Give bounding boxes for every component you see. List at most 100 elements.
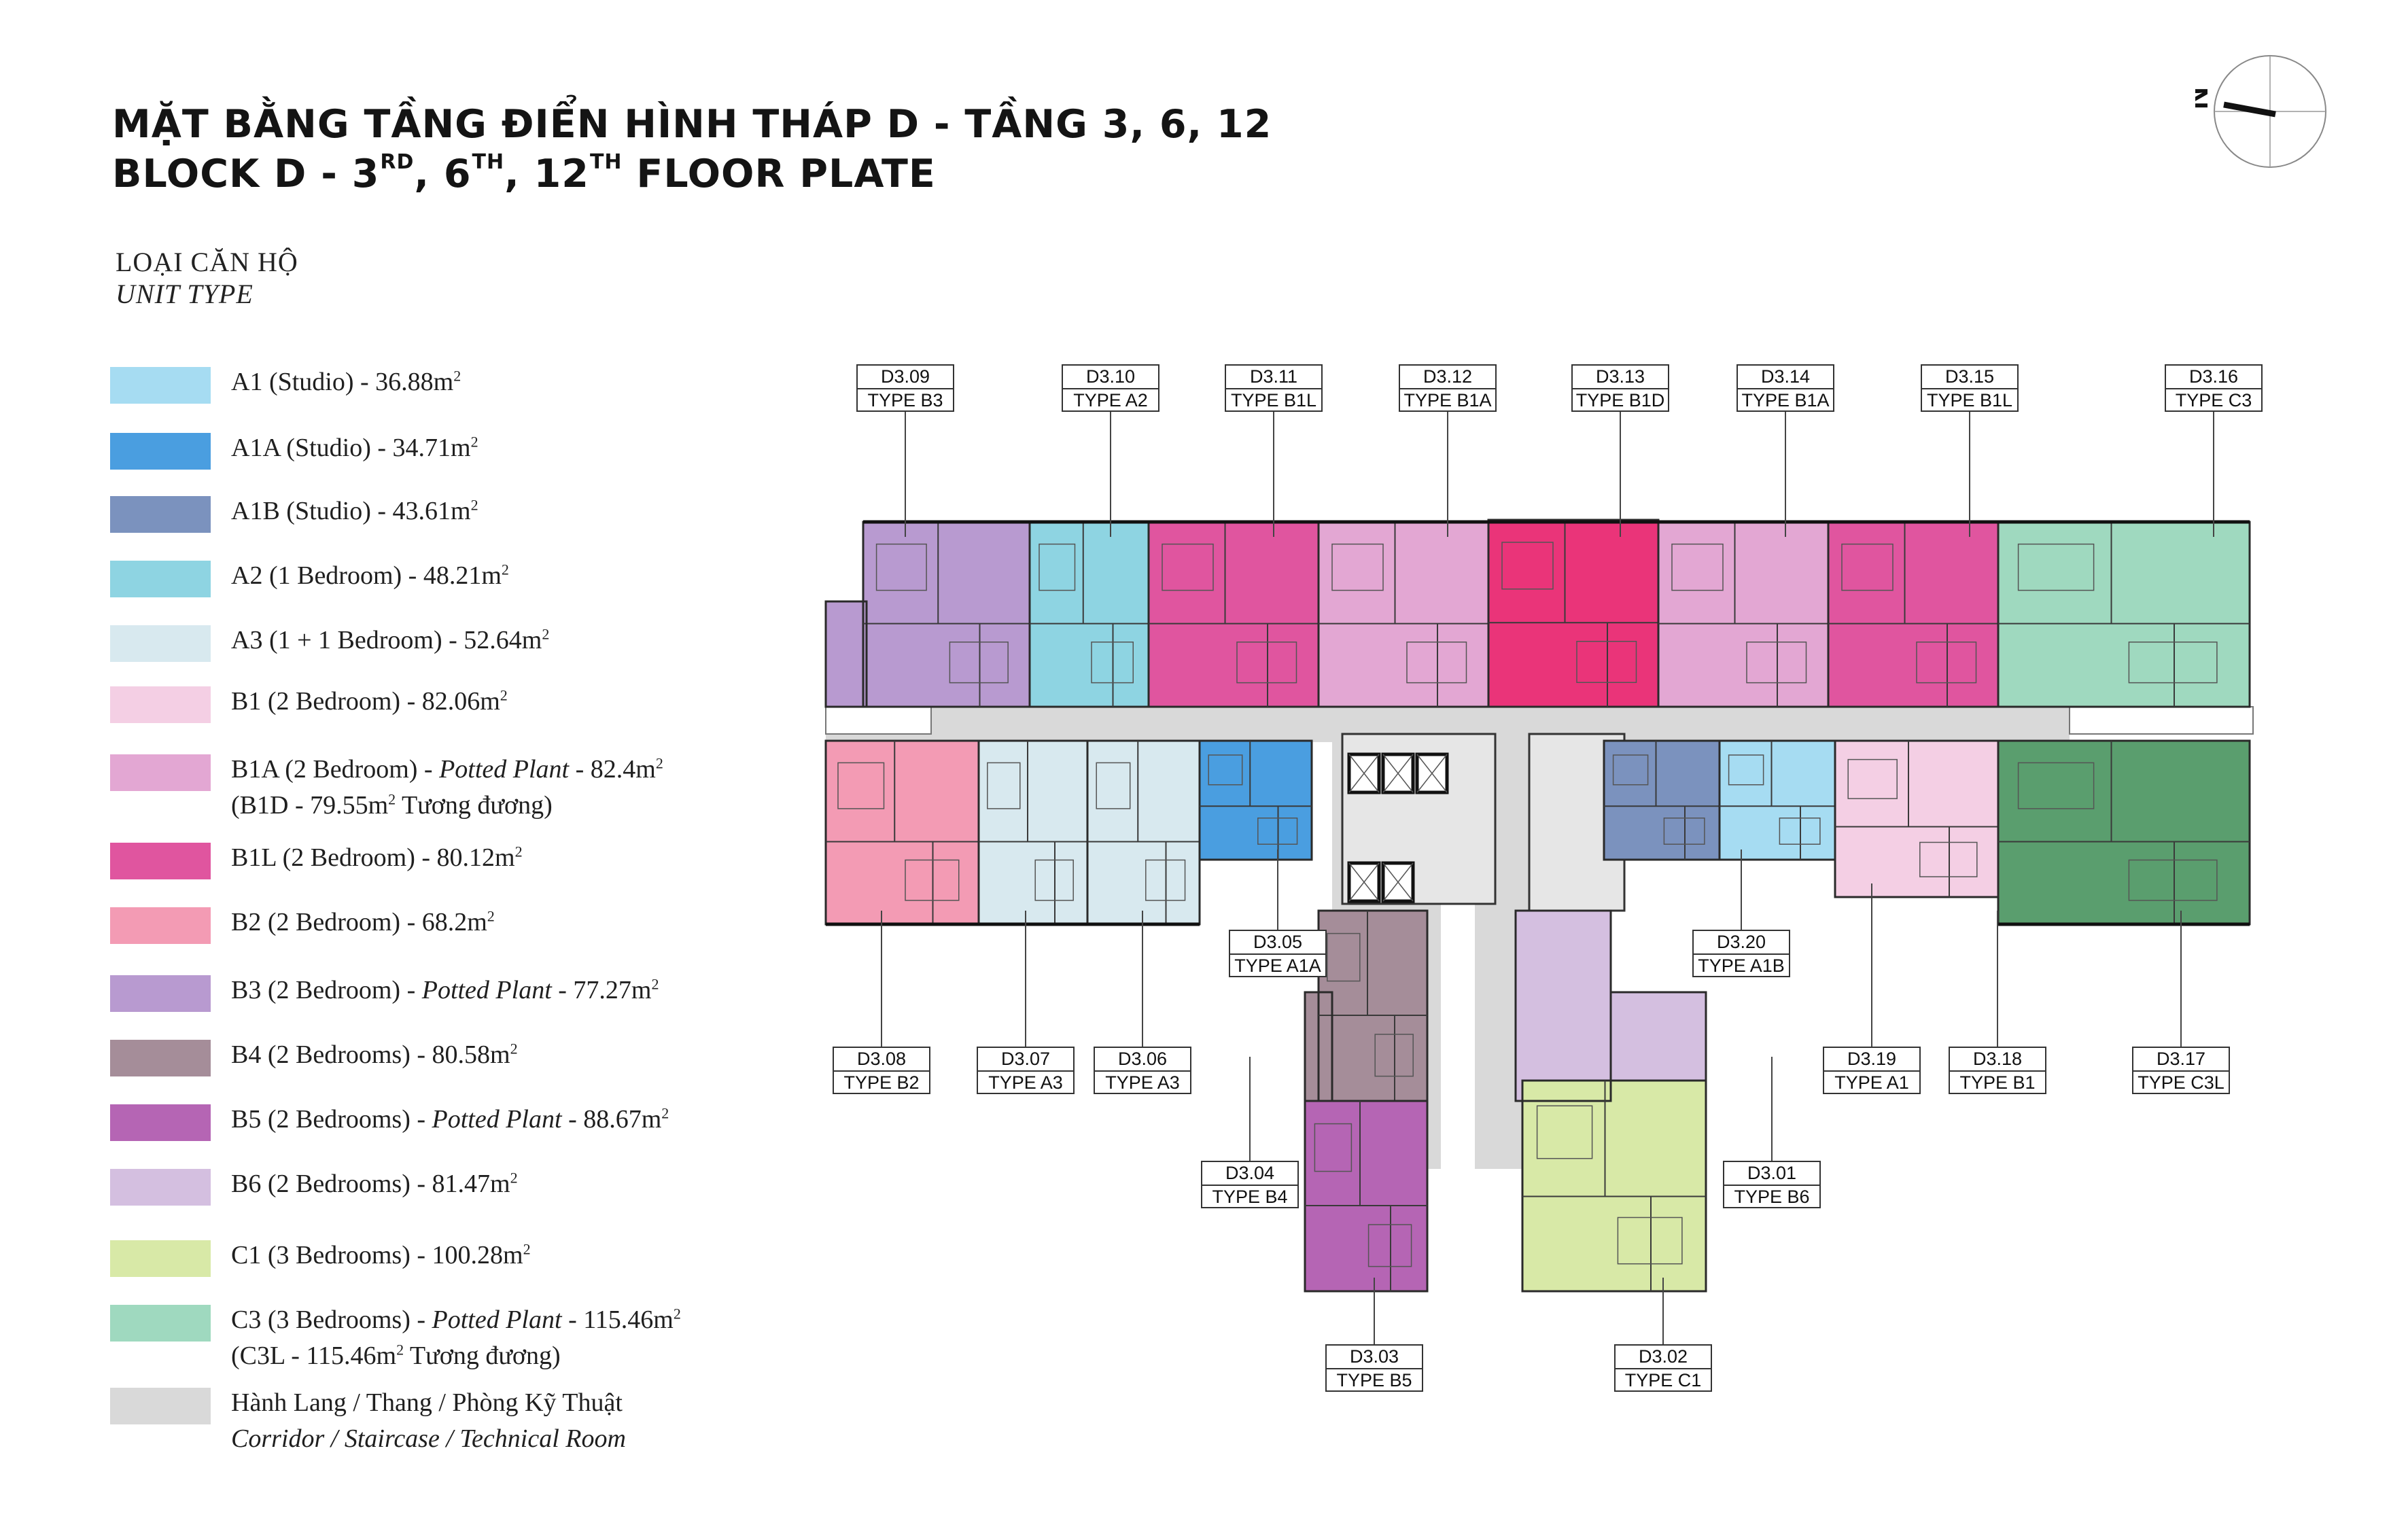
legend-equivalent-suffix: Tương đương) (404, 1342, 561, 1371)
legend-equivalent: (B1D - 79.55m2 Tương đương) (231, 788, 663, 824)
unit-outline (824, 600, 868, 708)
furniture (1367, 1224, 1412, 1267)
legend-potted-plant: Potted Plant (439, 755, 570, 784)
apartment-D3-17 (1998, 741, 2250, 924)
legend-swatch (110, 843, 211, 879)
apartment-D3-02 (1522, 1081, 1706, 1291)
legend-label: C1 (3 Bedrooms) - 100.28m2 (231, 1238, 531, 1274)
unit-code: D3.17 (2133, 1048, 2229, 1072)
furniture (1257, 818, 1298, 845)
elevator-shaft (1416, 754, 1448, 793)
unit-type: TYPE A1B (1698, 956, 1785, 976)
legend-text: B6 (2 Bedrooms) - 81.47m (231, 1170, 510, 1198)
unit-code: D3.06 (1095, 1048, 1190, 1072)
unit-code: D3.05 (1230, 931, 1325, 955)
legend-sup: 2 (396, 1341, 404, 1359)
unit-type: TYPE B5 (1336, 1370, 1412, 1390)
apartment-D3-13 (1488, 520, 1658, 707)
page-title-vi: MẶT BẰNG TẦNG ĐIỂN HÌNH THÁP D - TẦNG 3,… (112, 102, 1272, 147)
title-en-part: , 6 (414, 152, 472, 196)
legend-swatch (110, 367, 211, 404)
title-en-sup: TH (472, 150, 505, 174)
furniture (1039, 543, 1076, 591)
apartment-D3-11 (1149, 522, 1319, 707)
apartment-D3-06 (1087, 741, 1200, 924)
unit-code: D3.08 (834, 1048, 929, 1072)
apartment-D3-04 (1319, 911, 1427, 1101)
elevator-shaft (1348, 754, 1380, 793)
elevator-shaft (1382, 754, 1414, 793)
legend-item: B1 (2 Bedroom) - 82.06m2 (110, 686, 790, 724)
legend-potted-plant: Potted Plant (432, 1305, 562, 1334)
apartment-D3-01 (1611, 992, 1706, 1081)
unit-type: TYPE B1L (1230, 390, 1317, 410)
legend-text: B3 (2 Bedroom) - (231, 976, 422, 1004)
unit-code: D3.19 (1824, 1048, 1919, 1072)
unit-outline (1304, 1100, 1429, 1293)
furniture (2017, 543, 2095, 591)
balcony (2069, 706, 2254, 735)
legend-text: A2 (1 Bedroom) - 48.21m (231, 561, 502, 590)
unit-type: TYPE B4 (1212, 1187, 1288, 1207)
furniture (875, 543, 927, 591)
unit-type-heading: LOẠI CĂN HỘ UNIT TYPE (116, 246, 298, 310)
title-en-part: FLOOR PLATE (622, 152, 936, 196)
legend-text: Hành Lang / Thang / Phòng Kỹ Thuật (231, 1388, 623, 1417)
unit-type: TYPE B6 (1734, 1187, 1810, 1207)
title-en-sup: TH (589, 150, 623, 174)
page-title-en: BLOCK D - 3RD, 6TH, 12TH FLOOR PLATE (112, 152, 936, 196)
legend-item: B2 (2 Bedroom) - 68.2m2 (110, 907, 790, 945)
unit-code: D3.12 (1400, 366, 1495, 389)
legend-sup: 2 (661, 1104, 669, 1122)
unit-code: D3.02 (1616, 1346, 1711, 1369)
apartment-D3-19 (1720, 741, 1835, 860)
apartment-D3-16 (1998, 522, 2250, 707)
legend-label: A1B (Studio) - 43.61m2 (231, 493, 478, 529)
furniture (2128, 859, 2218, 901)
legend-text: B5 (2 Bedrooms) - (231, 1105, 432, 1134)
legend-text: A1A (Studio) - 34.71m (231, 434, 471, 462)
legend-equivalent-text: (B1D - 79.55m (231, 791, 389, 820)
legend-label: C3 (3 Bedrooms) - Potted Plant - 115.46m… (231, 1302, 681, 1374)
unit-code: D3.11 (1226, 366, 1321, 389)
legend-item: B5 (2 Bedrooms) - Potted Plant - 88.67m2 (110, 1104, 790, 1142)
furniture (1374, 1034, 1414, 1077)
furniture (1314, 1123, 1353, 1172)
legend-swatch (110, 1305, 211, 1342)
unit-type: TYPE B1 (1959, 1072, 2036, 1093)
compass-label: N (2195, 87, 2214, 109)
legend-area: - 82.4m (569, 755, 656, 784)
legend-sup: 2 (453, 367, 461, 385)
legend-label: B5 (2 Bedrooms) - Potted Plant - 88.67m2 (231, 1102, 669, 1138)
unit-code: D3.07 (978, 1048, 1073, 1072)
legend-sup: 2 (487, 907, 495, 925)
legend-sup: 2 (501, 561, 509, 578)
legend-swatch (110, 433, 211, 470)
legend-text: B4 (2 Bedrooms) - 80.58m (231, 1040, 510, 1069)
legend-sup: 2 (470, 496, 478, 514)
apartment-D3-05 (1200, 741, 1312, 860)
unit-code: D3.01 (1724, 1162, 1819, 1186)
title-en-part: BLOCK D - 3 (112, 152, 380, 196)
title-en-part: , 12 (504, 152, 589, 196)
legend-text: B1A (2 Bedroom) - (231, 755, 440, 784)
unit-outline (1521, 1079, 1707, 1293)
apartment-D3-08 (826, 741, 979, 924)
legend-item: A1A (Studio) - 34.71m2 (110, 433, 790, 471)
unit-outline (1198, 739, 1313, 861)
legend-item: B1L (2 Bedroom) - 80.12m2 (110, 843, 790, 881)
legend-item: A2 (1 Bedroom) - 48.21m2 (110, 561, 790, 599)
legend-swatch (110, 686, 211, 723)
legend-label: B3 (2 Bedroom) - Potted Plant - 77.27m2 (231, 972, 659, 1009)
legend-swatch (110, 496, 211, 533)
unit-type: TYPE B1A (1403, 390, 1492, 410)
apartment-D3-03 (1305, 1101, 1427, 1291)
apartment-D3-01 (1516, 911, 1611, 1101)
